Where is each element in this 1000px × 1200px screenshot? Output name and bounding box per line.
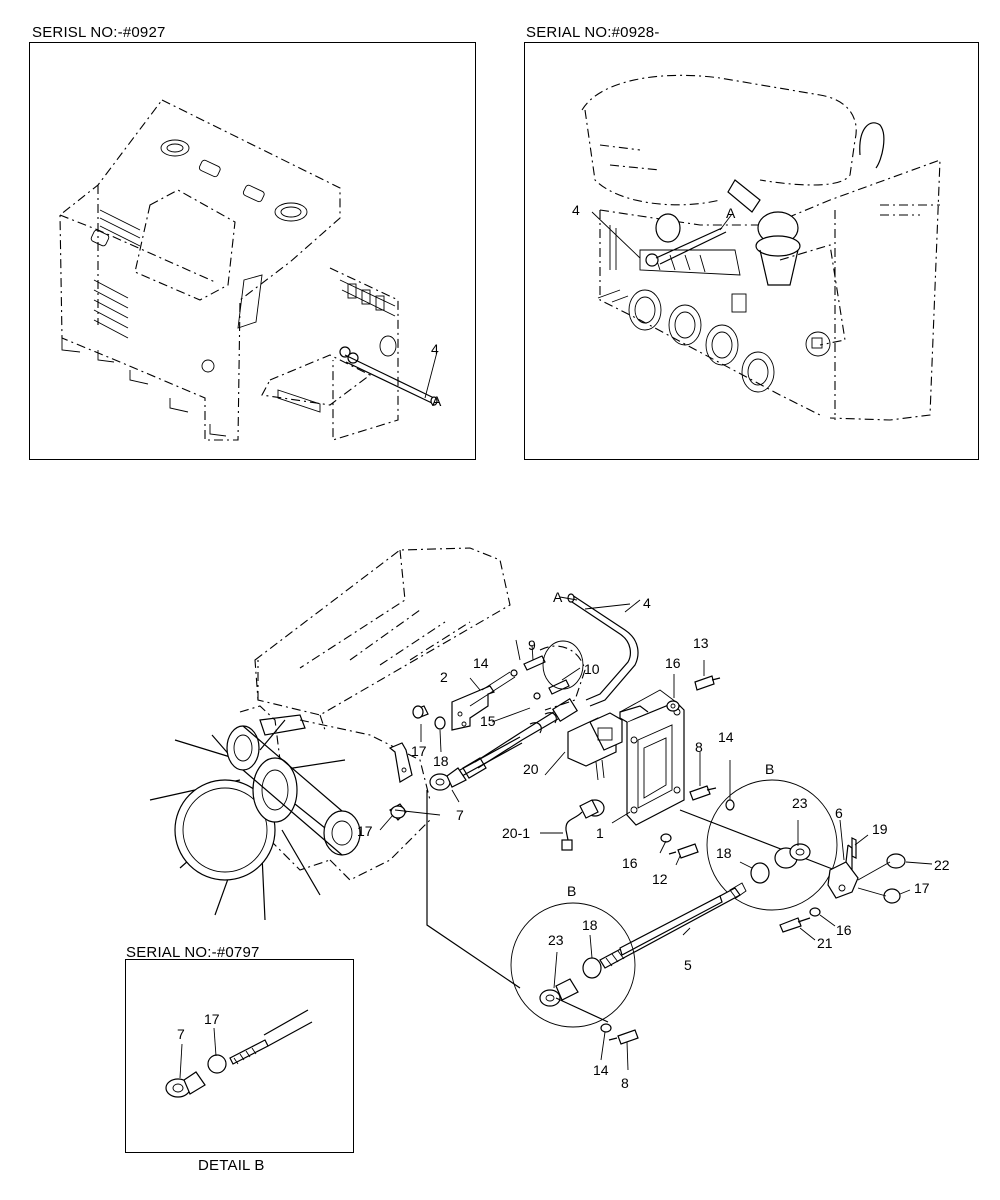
left-bracket-nuts xyxy=(388,705,446,821)
callout-b-right: B xyxy=(765,761,774,777)
callout-8-lower: 8 xyxy=(621,1075,629,1091)
detail-b-drawing xyxy=(165,1009,313,1098)
callout-18-right: 18 xyxy=(716,845,732,861)
callout-19: 19 xyxy=(872,821,888,837)
callout-12: 12 xyxy=(652,871,668,887)
callout-16-top: 16 xyxy=(665,655,681,671)
callout-2: 2 xyxy=(440,669,448,685)
callout-22: 22 xyxy=(934,857,950,873)
bracket-2 xyxy=(451,640,586,731)
callout-16-mid: 16 xyxy=(622,855,638,871)
fan-assembly xyxy=(149,714,361,921)
callout-14-mid: 14 xyxy=(718,729,734,745)
callout-20: 20 xyxy=(523,761,539,777)
callout-5: 5 xyxy=(684,957,692,973)
rod-5 xyxy=(599,882,747,969)
callout-4-right: 4 xyxy=(572,202,580,218)
servo-20 xyxy=(561,712,623,851)
callout-b-lower: B xyxy=(567,883,576,899)
callout-1: 1 xyxy=(596,825,604,841)
callout-leaders xyxy=(179,596,933,1079)
callout-18-lower: 18 xyxy=(582,917,598,933)
detail-circle-b-right xyxy=(679,779,838,911)
panel-right-serial-label: SERIAL NO:#0928- xyxy=(526,24,660,41)
callout-17-top: 17 xyxy=(411,743,427,759)
callout-7-main: 7 xyxy=(456,807,464,823)
callout-18-left: 18 xyxy=(433,753,449,769)
callout-23-lower: 23 xyxy=(548,932,564,948)
callout-10: 10 xyxy=(584,661,600,677)
callout-a-left: A xyxy=(432,393,442,409)
bolts-washers xyxy=(660,675,721,859)
callout-14-lower: 14 xyxy=(593,1062,609,1078)
panel-left-serial-label: SERISL NO:-#0927 xyxy=(32,24,166,41)
callout-a-main: A xyxy=(553,589,563,605)
callout-21: 21 xyxy=(817,935,833,951)
callout-a-right: A xyxy=(726,205,736,221)
detail-serial-label: SERIAL NO:-#0797 xyxy=(126,944,260,961)
callout-6: 6 xyxy=(835,805,843,821)
right-panel-drawing xyxy=(581,74,941,421)
leader-line xyxy=(426,790,521,989)
callout-8-top: 8 xyxy=(695,739,703,755)
callout-14-top: 14 xyxy=(473,655,489,671)
lever-6 xyxy=(779,837,906,933)
callout-23-right: 23 xyxy=(792,795,808,811)
detail-frame xyxy=(125,959,354,1153)
detail-caption: DETAIL B xyxy=(198,1157,265,1174)
callout-4-main: 4 xyxy=(643,595,651,611)
panel-right-frame xyxy=(524,42,979,460)
callout-7-detail: 7 xyxy=(177,1026,185,1042)
callout-17-left: 17 xyxy=(357,823,373,839)
cable-4 xyxy=(462,593,639,779)
callout-15: 15 xyxy=(480,713,496,729)
callout-9: 9 xyxy=(528,637,536,653)
left-panel-drawing xyxy=(59,99,438,441)
callout-16-right: 16 xyxy=(836,922,852,938)
panel-left-frame xyxy=(29,42,476,460)
callout-17-right: 17 xyxy=(914,880,930,896)
plate-1 xyxy=(619,689,685,826)
detail-circle-b-lower xyxy=(510,902,639,1045)
callout-13: 13 xyxy=(693,635,709,651)
callout-17-detail: 17 xyxy=(204,1011,220,1027)
callout-4-left: 4 xyxy=(431,341,439,357)
rod-eye-7 xyxy=(429,736,523,791)
callout-20-1: 20-1 xyxy=(502,825,530,841)
